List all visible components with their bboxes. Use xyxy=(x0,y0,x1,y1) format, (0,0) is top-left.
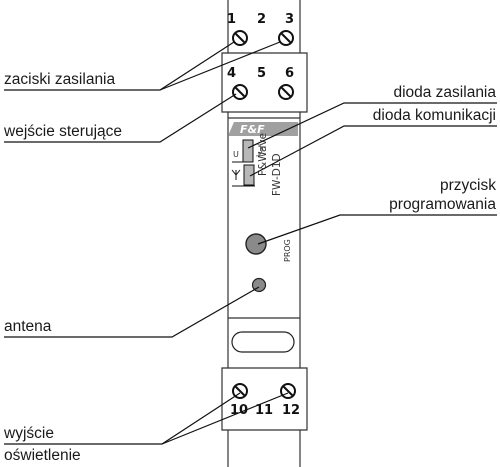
label-oswietlenie: oświetlenie xyxy=(4,447,81,464)
callout-labels: zaciski zasilania wejście sterujące diod… xyxy=(3,71,496,464)
terminal-number-2: 2 xyxy=(257,12,266,27)
antenna-icon xyxy=(231,169,241,180)
leader-wyjscie-2 xyxy=(161,392,289,445)
screw-icon xyxy=(232,84,248,100)
leader-dioda-komunikacji xyxy=(249,125,497,177)
program-button[interactable] xyxy=(245,233,267,255)
label-wejscie-sterujace: wejście sterujące xyxy=(3,123,122,140)
led-panel: U xyxy=(231,139,255,187)
terminal-number-6: 6 xyxy=(285,66,294,81)
label-wyjscie: wyjście xyxy=(3,425,54,442)
label-przycisk: przycisk xyxy=(440,177,496,194)
label-dioda-komunikacji: dioda komunikacji xyxy=(373,107,496,124)
label-programowania: programowania xyxy=(389,196,496,213)
leader-lines xyxy=(4,41,497,445)
prog-label: PROG xyxy=(283,239,292,262)
terminal-number-12: 12 xyxy=(282,403,300,418)
program-button-group: PROG xyxy=(245,233,292,262)
leader-antena xyxy=(4,286,260,338)
product-label: F&Wave FW-D1D xyxy=(255,133,283,196)
wifi-icon xyxy=(255,143,263,157)
device-housing xyxy=(221,0,308,467)
label-antena: antena xyxy=(4,318,52,335)
terminal-number-1: 1 xyxy=(227,12,236,27)
leader-dioda-zasilania xyxy=(247,102,497,149)
leader-zaciski-2 xyxy=(159,41,281,91)
product-line-text: F&Wave xyxy=(257,133,269,176)
communication-led xyxy=(243,164,255,186)
terminal-number-4: 4 xyxy=(227,66,236,81)
screw-icon xyxy=(280,383,296,399)
screw-terminals xyxy=(232,30,296,399)
screw-icon xyxy=(232,30,248,46)
label-window xyxy=(231,331,295,353)
brand-logo-text: F&F xyxy=(240,123,265,136)
screw-icon xyxy=(232,383,248,399)
model-text: FW-D1D xyxy=(271,153,283,196)
label-zaciski-zasilania: zaciski zasilania xyxy=(4,71,116,88)
terminal-number-5: 5 xyxy=(257,66,266,81)
screw-icon xyxy=(278,84,294,100)
screw-icon xyxy=(278,30,294,46)
power-led xyxy=(242,139,254,163)
label-dioda-zasilania: dioda zasilania xyxy=(393,84,496,101)
terminal-numbers: 1 2 3 4 5 6 10 11 12 xyxy=(227,12,300,418)
leader-przycisk xyxy=(257,214,497,245)
leader-wejscie xyxy=(4,93,237,143)
terminal-number-3: 3 xyxy=(285,12,294,27)
led-u-label: U xyxy=(233,150,239,159)
terminal-number-11: 11 xyxy=(255,403,273,418)
